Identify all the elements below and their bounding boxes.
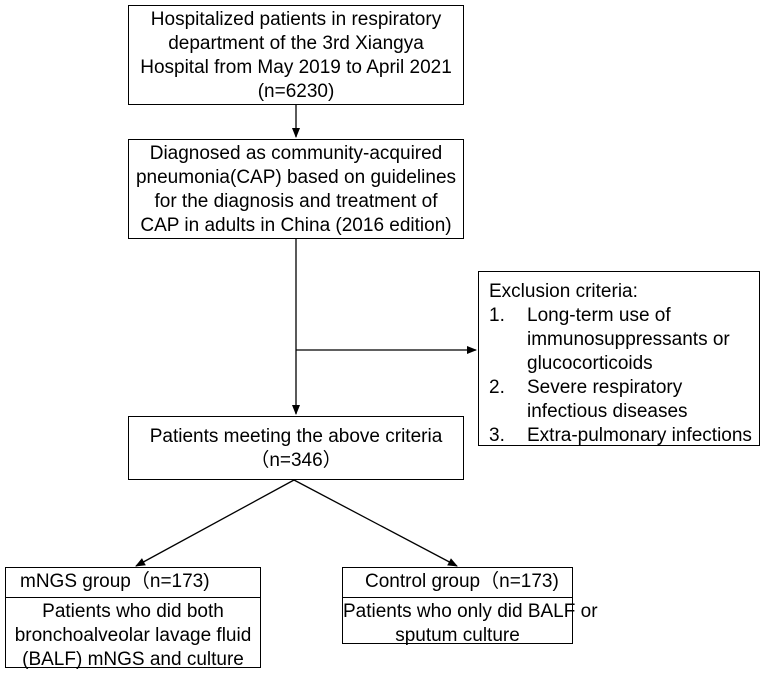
hospitalized-patients-box: Hospitalized patients in respiratory dep… xyxy=(128,5,464,105)
mngs-line-1: Patients who did both xyxy=(42,601,224,622)
exclusion-criteria-box: Exclusion criteria: 1. Long-term use of … xyxy=(478,271,760,446)
patients-meeting-criteria-box: Patients meeting the above criteria （n=3… xyxy=(128,416,464,480)
diagnosed-line-1: Diagnosed as community-acquired xyxy=(149,143,443,164)
arrow-patients-to-control xyxy=(293,479,458,567)
hospitalized-count: (n=6230) xyxy=(257,81,335,102)
diagnosed-line-4: CAP in adults in China (2016 edition) xyxy=(140,215,452,236)
diagnosed-line-2: pneumonia(CAP) based on guidelines xyxy=(135,167,457,188)
patients-line-1: Patients meeting the above criteria xyxy=(149,426,443,447)
mngs-group-description: Patients who did both bronchoalveolar la… xyxy=(6,598,260,672)
exclusion-criterion-3: 3. Extra-pulmonary infections xyxy=(489,424,759,448)
mngs-line-3: (BALF) mNGS and culture xyxy=(22,649,244,670)
mngs-group-box: mNGS group（n=173) Patients who did both … xyxy=(5,567,261,670)
criterion-1-line-1: Long-term use of xyxy=(527,305,671,326)
control-group-header: Control group（n=173) xyxy=(343,568,572,598)
criterion-2-line-1: Severe respiratory xyxy=(527,377,683,398)
patients-count: （n=346） xyxy=(250,450,342,471)
hospitalized-line-2: department of the 3rd Xiangya xyxy=(168,33,424,54)
control-line-2: sputum culture xyxy=(395,625,520,646)
criterion-3-number: 3. xyxy=(489,425,505,446)
criterion-1-line-2: immunosuppressants or xyxy=(527,329,730,350)
criterion-3-line-1: Extra-pulmonary infections xyxy=(527,425,752,446)
criterion-2-line-2: infectious diseases xyxy=(527,401,688,422)
criterion-1-number: 1. xyxy=(489,305,505,326)
control-line-1: Patients who only did BALF or xyxy=(343,601,598,622)
hospitalized-line-1: Hospitalized patients in respiratory xyxy=(150,9,442,30)
diagnosed-cap-box: Diagnosed as community-acquired pneumoni… xyxy=(128,139,464,239)
mngs-group-header: mNGS group（n=173) xyxy=(6,568,260,598)
control-group-description: Patients who only did BALF or sputum cul… xyxy=(343,598,598,648)
control-group-box: Control group（n=173) Patients who only d… xyxy=(342,567,598,646)
exclusion-criterion-2: 2. Severe respiratory infectious disease… xyxy=(489,376,759,424)
exclusion-title: Exclusion criteria: xyxy=(489,281,638,302)
hospitalized-line-3: Hospital from May 2019 to April 2021 xyxy=(140,57,452,78)
diagnosed-line-3: for the diagnosis and treatment of xyxy=(154,191,438,212)
mngs-line-2: bronchoalveolar lavage fluid xyxy=(14,625,252,646)
criterion-1-line-3: glucocorticoids xyxy=(527,353,653,374)
exclusion-criterion-1: 1. Long-term use of immunosuppressants o… xyxy=(489,304,759,376)
arrow-patients-to-mngs xyxy=(135,479,295,567)
criterion-2-number: 2. xyxy=(489,377,505,398)
